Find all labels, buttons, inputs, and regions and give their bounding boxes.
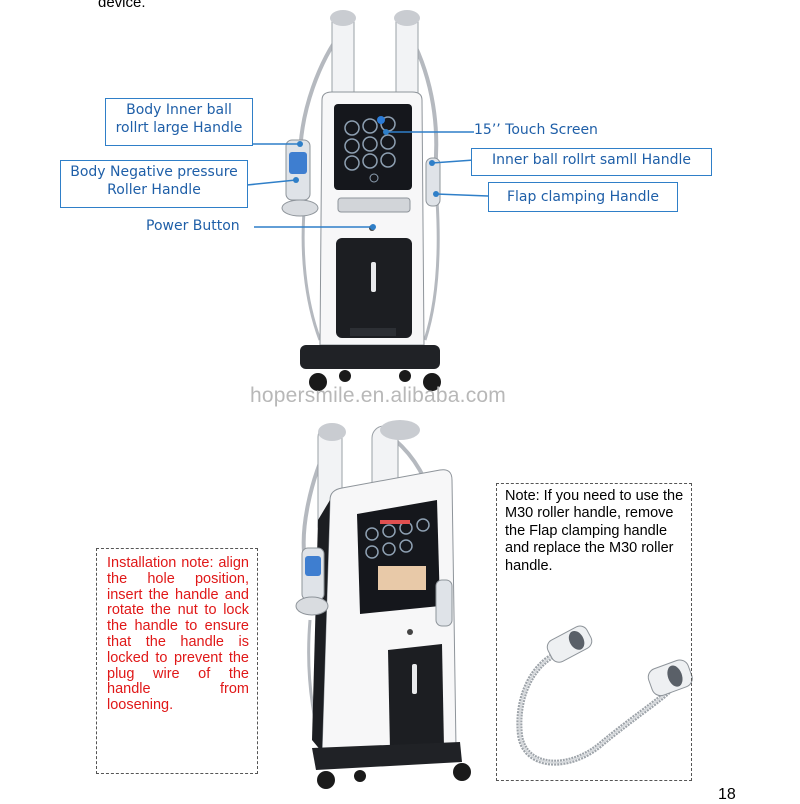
callout-dots <box>293 129 439 230</box>
callout-inner-ball-small-handle: Inner ball rollrt samll Handle <box>471 148 712 176</box>
m30-note: Note: If you need to use the M30 roller … <box>496 483 692 781</box>
top-machine-image <box>281 10 441 391</box>
callout-power-button: Power Button <box>146 218 240 234</box>
callout-body-inner-ball-handle: Body Inner ball rollrt large Handle <box>105 98 253 146</box>
m30-roller-handle-image <box>516 625 693 766</box>
intro-fragment: device. <box>98 0 146 11</box>
callout-touch-screen: 15’’ Touch Screen <box>474 122 598 138</box>
watermark: hopersmile.en.alibaba.com <box>250 384 506 407</box>
callout-leader-lines <box>246 131 489 228</box>
callout-flap-clamping-handle: Flap clamping Handle <box>488 182 678 212</box>
page-number: 18 <box>718 786 736 803</box>
callout-body-negative-pressure-handle: Body Negative pressure Roller Handle <box>60 160 248 208</box>
bottom-machine-image <box>295 420 471 789</box>
installation-note: Installation note: align the hole positi… <box>96 548 258 774</box>
